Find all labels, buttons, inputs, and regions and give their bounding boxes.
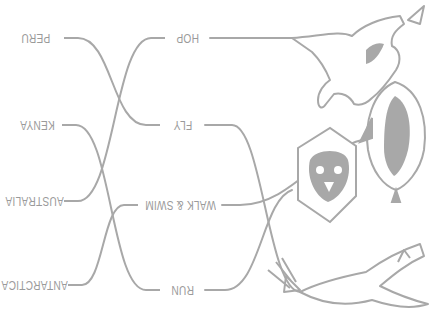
text-node: ANTARCTICA: [2, 277, 68, 293]
condor-drawing: [268, 244, 428, 307]
connector-line: [64, 38, 160, 125]
text-node: RUN: [160, 282, 205, 298]
connector-line: [64, 38, 165, 201]
connector-line: [68, 205, 138, 285]
text-node: WALK & SWIM: [138, 197, 222, 213]
node-label: WALK & SWIM: [145, 198, 216, 213]
leader-line: [205, 190, 292, 290]
text-node: AUSTRALIA: [4, 193, 64, 209]
node-label: AUSTRALIA: [5, 194, 63, 209]
text-node: PERU: [8, 30, 64, 46]
node-label: FLY: [173, 118, 192, 133]
node-label: KENYA: [20, 118, 55, 133]
node-label: RUN: [171, 283, 194, 298]
ostrich-drawing: [298, 128, 356, 222]
text-node: FLY: [160, 117, 205, 133]
leader-line: [210, 37, 292, 39]
leader-line: [205, 125, 300, 292]
text-node: HOP: [165, 30, 210, 46]
penguin-drawing: [360, 82, 425, 202]
node-label: ANTARCTICA: [2, 278, 68, 293]
text-node: KENYA: [12, 117, 62, 133]
node-label: PERU: [21, 31, 50, 46]
node-label: HOP: [176, 31, 199, 46]
